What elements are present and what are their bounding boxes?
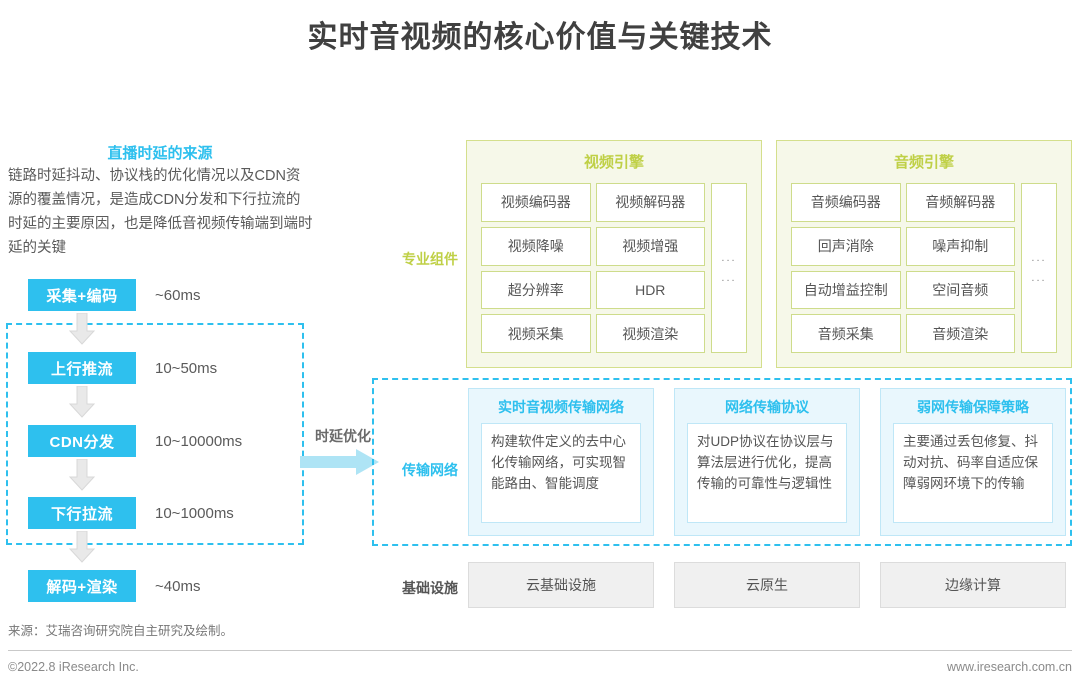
network-card-body: 对UDP协议在协议层与算法层进行优化，提高传输的可靠性与逻辑性	[687, 423, 847, 523]
flow-time-upstream-push: 10~50ms	[155, 359, 218, 377]
flow-step-downstream-pull[interactable]: 下行拉流	[28, 497, 136, 529]
network-card-body: 主要通过丢包修复、抖动对抗、码率自适应保障弱网环境下的传输	[893, 423, 1053, 523]
flow-step-upstream-push[interactable]: 上行推流	[28, 352, 136, 384]
engine-cell[interactable]: 自动增益控制	[791, 270, 901, 310]
engine-cell[interactable]: 视频渲染	[595, 314, 705, 353]
transmission-network-dashed-region	[372, 378, 1072, 546]
audio-engine-panel: 音频引擎 音频编码器 音频解码器 回声消除 噪声抑制 自动增益控制 空间音频 音…	[776, 140, 1072, 368]
engine-more-column[interactable]: ... ...	[1021, 183, 1057, 353]
row-label-infrastructure: 基础设施	[402, 580, 458, 596]
engine-cell[interactable]: 空间音频	[905, 270, 1015, 310]
ellipsis-icon: ...	[1031, 252, 1047, 264]
source-note: 来源：艾瑞咨询研究院自主研究及绘制。	[8, 624, 234, 638]
network-card-weak-network-strategy[interactable]: 弱网传输保障策略 主要通过丢包修复、抖动对抗、码率自适应保障弱网环境下的传输	[880, 388, 1066, 536]
down-arrow-icon	[68, 458, 96, 491]
ellipsis-icon: ...	[721, 272, 737, 284]
infrastructure-cell-cloud[interactable]: 云基础设施	[468, 562, 654, 608]
network-card-title: 网络传输协议	[725, 399, 809, 415]
latency-source-paragraph: 链路时延抖动、协议栈的优化情况以及CDN资源的覆盖情况，是造成CDN分发和下行拉…	[8, 168, 313, 256]
flow-time-downstream-pull: 10~1000ms	[155, 504, 234, 522]
engine-cell[interactable]: 视频增强	[595, 226, 705, 266]
video-engine-grid: 视频编码器 视频解码器 视频降噪 视频增强 超分辨率 HDR 视频采集 视频渲染…	[481, 183, 747, 353]
flow-time-capture-encode: ~60ms	[155, 286, 201, 304]
right-arrow-icon	[300, 448, 380, 476]
video-engine-title: 视频引擎	[583, 154, 644, 171]
ellipsis-icon: ...	[1031, 272, 1047, 284]
infrastructure-cell-edge-computing[interactable]: 边缘计算	[880, 562, 1066, 608]
copyright-text: ©2022.8 iResearch Inc.	[8, 660, 139, 674]
engine-cell[interactable]: 音频编码器	[791, 183, 901, 222]
flow-step-cdn-distribution[interactable]: CDN分发	[28, 425, 136, 457]
down-arrow-icon	[68, 312, 96, 345]
flow-step-capture-encode[interactable]: 采集+编码	[28, 279, 136, 311]
down-arrow-icon	[68, 385, 96, 418]
latency-source-heading: 直播时延的来源	[107, 145, 213, 162]
engine-cell[interactable]: 音频采集	[791, 314, 901, 353]
engine-cell[interactable]: 音频解码器	[905, 183, 1015, 222]
engine-cell[interactable]: 视频降噪	[481, 226, 591, 266]
engine-more-column[interactable]: ... ...	[711, 183, 747, 353]
flow-step-decode-render[interactable]: 解码+渲染	[28, 570, 136, 602]
engine-cell[interactable]: 回声消除	[791, 226, 901, 266]
flow-time-decode-render: ~40ms	[155, 577, 201, 595]
row-label-network: 传输网络	[402, 462, 458, 478]
engine-cell[interactable]: HDR	[595, 270, 705, 310]
video-engine-panel: 视频引擎 视频编码器 视频解码器 视频降噪 视频增强 超分辨率 HDR 视频采集…	[466, 140, 762, 368]
flow-time-cdn-distribution: 10~10000ms	[155, 432, 243, 450]
network-card-transport-protocol[interactable]: 网络传输协议 对UDP协议在协议层与算法层进行优化，提高传输的可靠性与逻辑性	[674, 388, 860, 536]
network-card-title: 弱网传输保障策略	[917, 399, 1029, 415]
row-label-components: 专业组件	[402, 251, 458, 267]
engine-cell[interactable]: 视频编码器	[481, 183, 591, 222]
network-card-rtc-network[interactable]: 实时音视频传输网络 构建软件定义的去中心化传输网络，可实现智能路由、智能调度	[468, 388, 654, 536]
website-url[interactable]: www.iresearch.com.cn	[946, 660, 1072, 674]
infrastructure-cell-cloud-native[interactable]: 云原生	[674, 562, 860, 608]
footer-divider	[8, 650, 1072, 651]
audio-engine-title: 音频引擎	[893, 154, 954, 171]
network-card-body: 构建软件定义的去中心化传输网络，可实现智能路由、智能调度	[481, 423, 641, 523]
page-title: 实时音视频的核心价值与关键技术	[307, 21, 773, 54]
engine-cell[interactable]: 视频解码器	[595, 183, 705, 222]
cdn-latency-dashed-region	[6, 323, 304, 545]
audio-engine-grid: 音频编码器 音频解码器 回声消除 噪声抑制 自动增益控制 空间音频 音频采集 音…	[791, 183, 1057, 353]
engine-cell[interactable]: 超分辨率	[481, 270, 591, 310]
latency-optimization-label: 时延优化	[315, 428, 371, 444]
engine-cell[interactable]: 音频渲染	[905, 314, 1015, 353]
network-card-title: 实时音视频传输网络	[498, 399, 624, 415]
engine-cell[interactable]: 噪声抑制	[905, 226, 1015, 266]
down-arrow-icon	[68, 530, 96, 563]
engine-cell[interactable]: 视频采集	[481, 314, 591, 353]
ellipsis-icon: ...	[721, 252, 737, 264]
